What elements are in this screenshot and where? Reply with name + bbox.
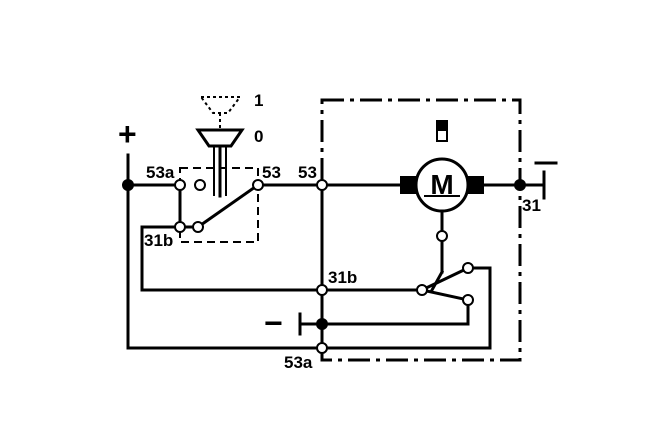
motor: M xyxy=(400,157,484,213)
terminal-31b-motor xyxy=(316,284,328,296)
switch-knob-symbol xyxy=(195,96,245,198)
terminal-31b-switch xyxy=(174,221,186,233)
motor-switch-symbol xyxy=(436,120,448,142)
terminal-53-switch xyxy=(252,179,264,191)
terminal-parking-lower xyxy=(462,294,474,306)
label-53a-bottom: 53a xyxy=(284,353,313,372)
terminals xyxy=(174,179,474,354)
label-31b-left: 31b xyxy=(144,231,173,250)
label-53-motor: 53 xyxy=(298,163,317,182)
minus-sign: − xyxy=(264,305,283,341)
label-53a-top: 53a xyxy=(146,163,175,182)
plus-sign: + xyxy=(118,116,137,152)
terminal-parking-common xyxy=(416,284,428,296)
junction-dots xyxy=(122,179,526,330)
motor-label: M xyxy=(430,169,453,200)
label-31b-mid: 31b xyxy=(328,268,357,287)
terminal-parking-shaft xyxy=(436,230,448,242)
terminal-53a-switch xyxy=(174,179,186,191)
terminal-switch-mid xyxy=(194,179,206,191)
label-53-switch: 53 xyxy=(262,163,281,182)
ground-symbol xyxy=(534,161,558,200)
label-position-1: 1 xyxy=(254,91,263,110)
terminal-switch-common xyxy=(192,221,204,233)
terminal-53-motor xyxy=(316,179,328,191)
label-31: 31 xyxy=(522,196,541,215)
terminal-parking-upper xyxy=(462,262,474,274)
label-position-0: 0 xyxy=(254,127,263,146)
terminal-53a-motor xyxy=(316,342,328,354)
